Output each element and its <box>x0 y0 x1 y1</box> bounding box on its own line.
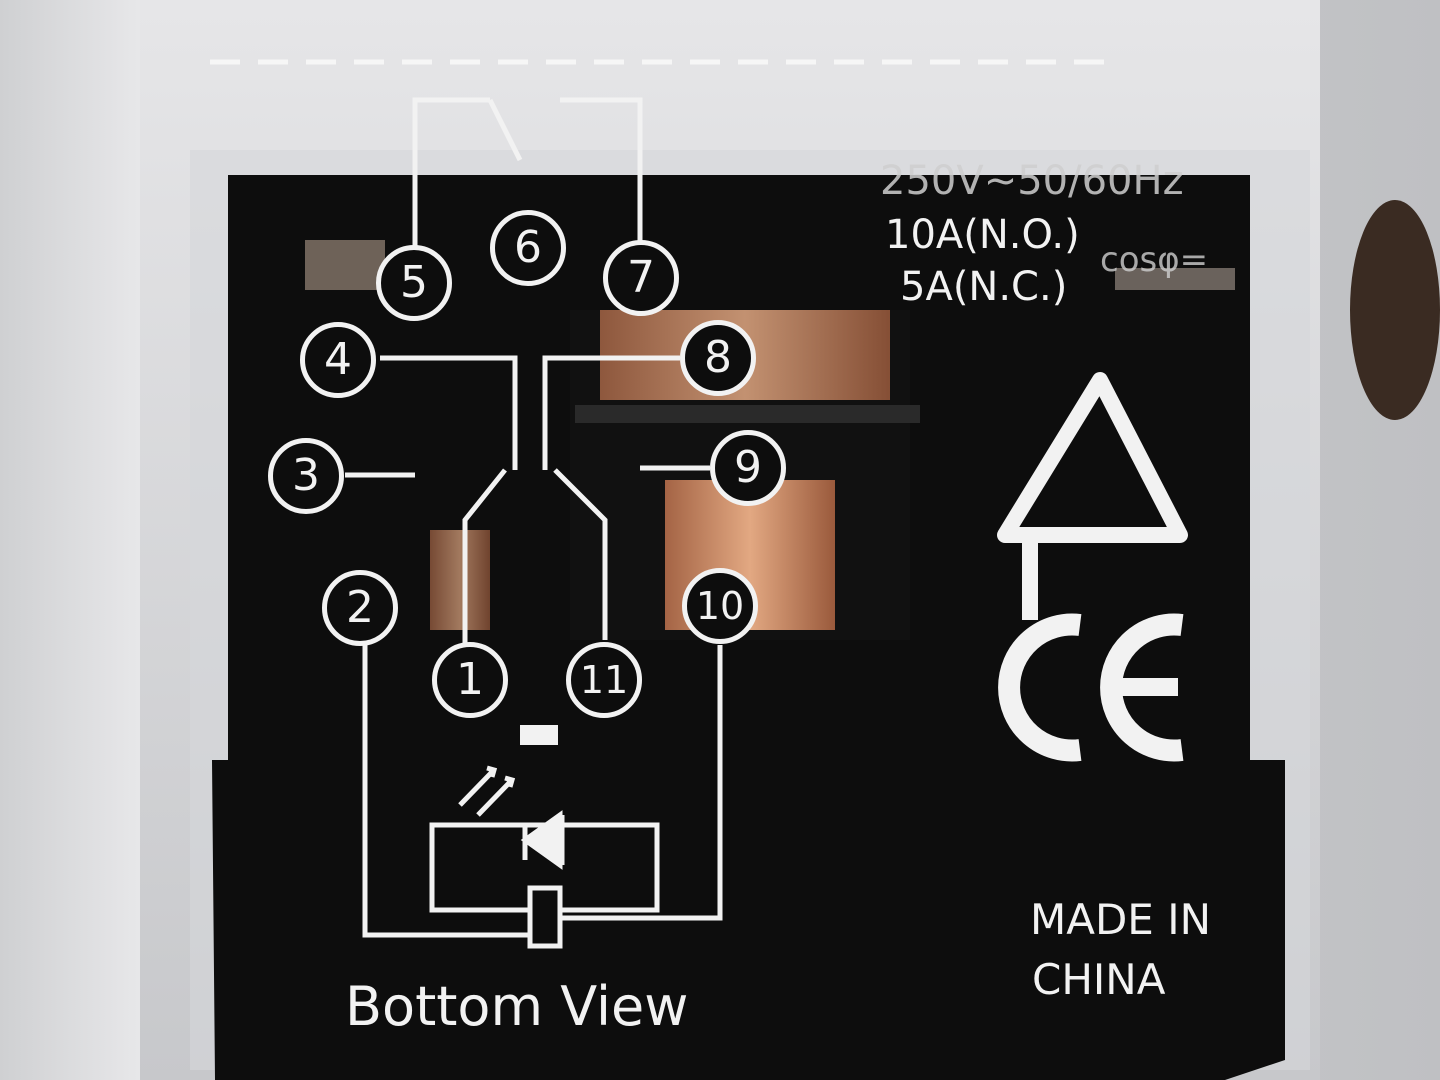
pin-7: 7 <box>603 240 679 316</box>
copper-contact-left <box>430 530 490 630</box>
rating-line-extra: cosφ= <box>1100 240 1209 280</box>
pin-1: 1 <box>432 642 508 718</box>
rating-line-2: 10A(N.O.) <box>885 212 1080 258</box>
pin-3: 3 <box>268 438 344 514</box>
pin-11: 11 <box>566 642 642 718</box>
ce-mark <box>998 613 1184 762</box>
pin-8: 8 <box>680 320 756 396</box>
schematic-lines <box>210 59 1110 949</box>
pin-2: 2 <box>322 570 398 646</box>
armature-bar <box>575 405 920 423</box>
pin-10: 10 <box>682 568 758 644</box>
rating-line-3: 5A(N.C.) <box>900 264 1068 310</box>
rating-line-1: 250V~50/60Hz <box>880 158 1184 204</box>
pin-5: 5 <box>376 245 452 321</box>
dark-part <box>1350 200 1440 420</box>
pin-4: 4 <box>300 322 376 398</box>
made-in-label: MADE IN <box>1030 895 1212 944</box>
slot-window <box>1115 268 1235 290</box>
pin-6: 6 <box>490 210 566 286</box>
slot-window <box>305 240 385 290</box>
minus-mark <box>520 725 558 745</box>
china-label: CHINA <box>1032 955 1166 1004</box>
bottom-view-label: Bottom View <box>345 975 689 1038</box>
pin-9: 9 <box>710 430 786 506</box>
triangle-mark <box>997 372 1188 620</box>
